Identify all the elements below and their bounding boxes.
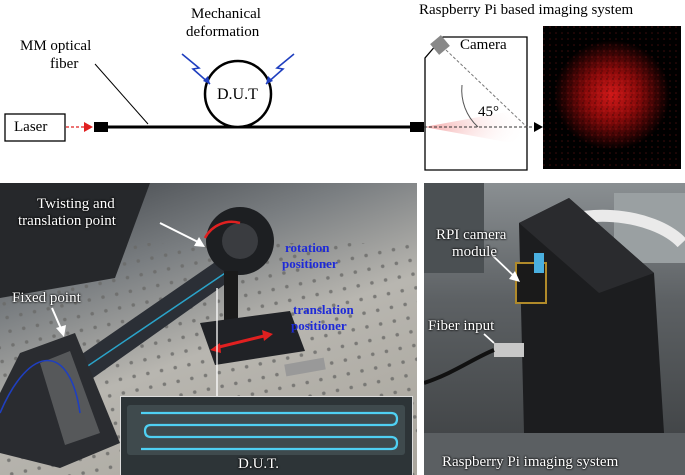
rotation-label-line2: positioner bbox=[282, 256, 338, 271]
fiber-connector-right bbox=[410, 122, 424, 132]
deform-arrow-left bbox=[181, 53, 211, 85]
rpi-caption: Raspberry Pi imaging system bbox=[442, 454, 619, 470]
twisting-label-line2: translation point bbox=[18, 213, 116, 229]
dut-inset-label: D.U.T. bbox=[238, 456, 279, 472]
camera-enclosure bbox=[424, 36, 528, 171]
fiber-input-connector bbox=[494, 343, 524, 357]
rpi-camera-label-line1: RPI camera bbox=[436, 227, 507, 243]
setup-photo: D.U.T. bbox=[0, 183, 417, 475]
dut-bar bbox=[40, 238, 262, 405]
fiber-connector-left bbox=[94, 122, 108, 132]
camera-label: Camera bbox=[460, 37, 507, 53]
laser-box bbox=[4, 113, 66, 142]
fiber-input-label: Fiber input bbox=[428, 318, 495, 334]
rotation-label-line1: rotation bbox=[285, 240, 330, 255]
translation-label-line1: translation bbox=[293, 302, 354, 317]
rpi-system-photo bbox=[424, 183, 685, 475]
deform-arrow-right bbox=[265, 53, 295, 85]
schematic-title: Raspberry Pi based imaging system bbox=[419, 2, 634, 18]
laser-label: Laser bbox=[14, 119, 48, 135]
translation-label-line2: positioner bbox=[291, 318, 347, 333]
fixed-point-label: Fixed point bbox=[12, 290, 81, 306]
dut-inset-image: D.U.T. bbox=[120, 396, 413, 475]
mechanical-label-line1: Mechanical bbox=[191, 6, 261, 22]
camera-icon bbox=[430, 35, 450, 55]
mm-fiber-label-line2: fiber bbox=[50, 56, 79, 72]
output-arrow bbox=[534, 122, 543, 132]
rpi-camera-label-line2: module bbox=[452, 244, 497, 260]
mm-fiber-label-line1: MM optical bbox=[20, 38, 92, 54]
dut-label: D.U.T bbox=[217, 86, 258, 103]
twisting-label-line1: Twisting and bbox=[37, 196, 115, 212]
mechanical-label-line2: deformation bbox=[186, 24, 260, 40]
schematic-diagram bbox=[4, 26, 681, 171]
laser-arrow bbox=[84, 122, 93, 132]
dut-circle bbox=[203, 59, 273, 129]
angle-label: 45° bbox=[478, 104, 499, 120]
